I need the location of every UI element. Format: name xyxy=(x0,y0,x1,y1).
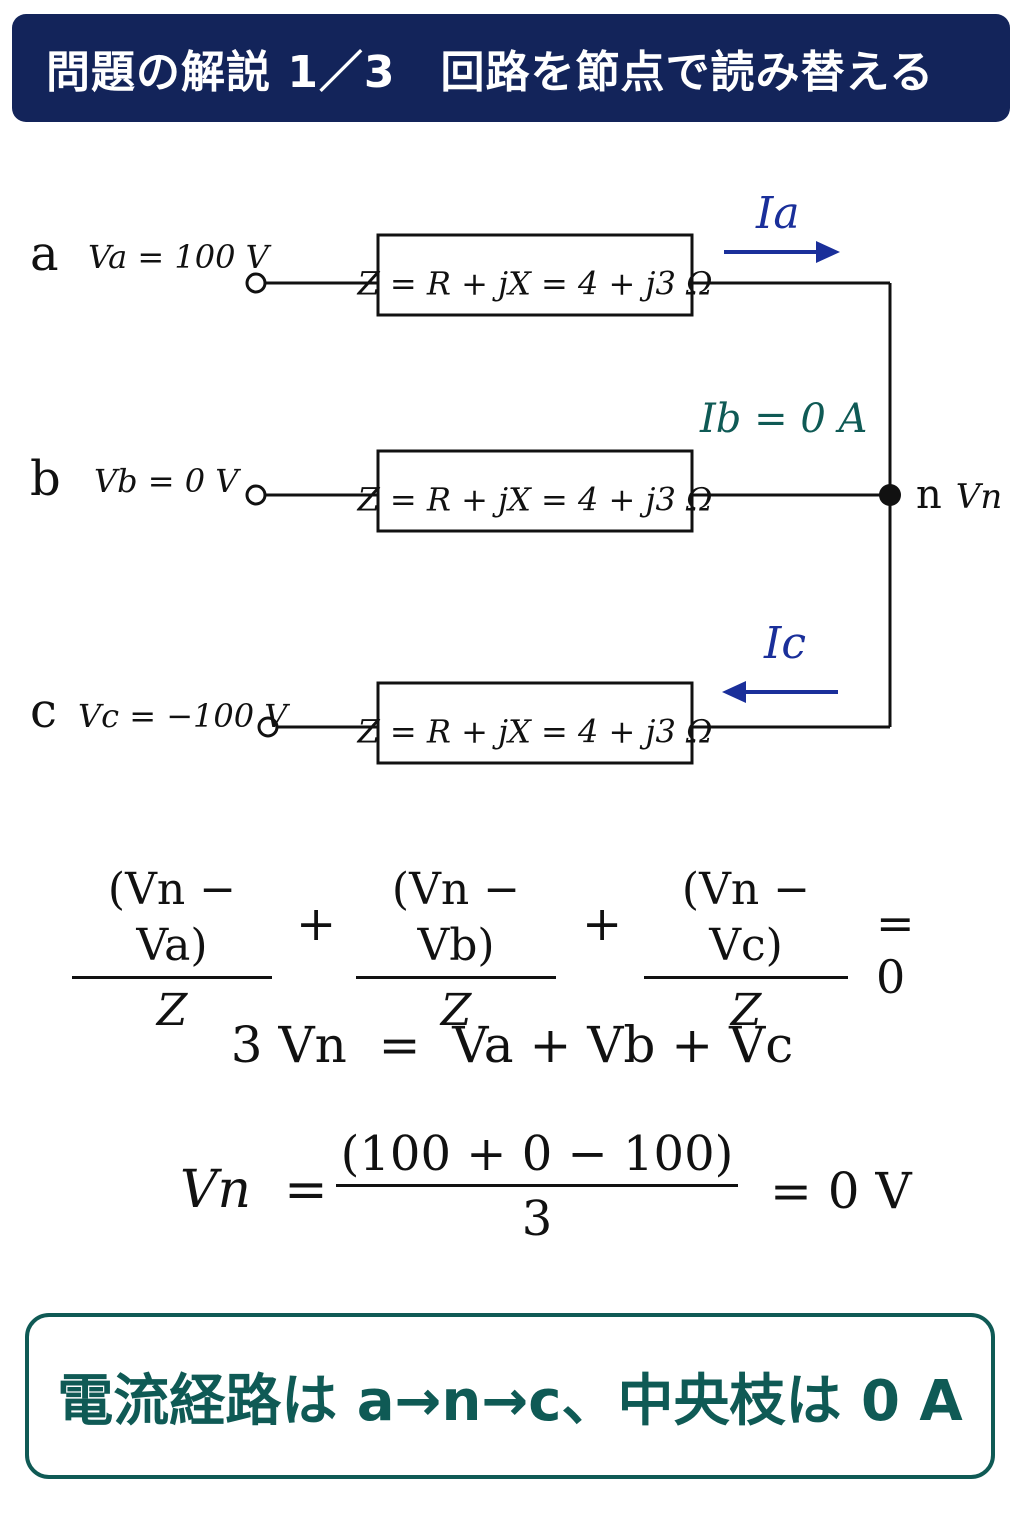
equation-sum: 3 Vn = Va + Vb + Vc xyxy=(230,1016,794,1074)
fraction-term-a: (Vn − Va) Z xyxy=(72,862,272,1039)
impedance-box-a xyxy=(376,233,694,317)
fraction-bar xyxy=(336,1184,738,1187)
equals-zero: = 0 xyxy=(876,896,915,1004)
current-label-ia: Ia xyxy=(755,188,800,239)
plus-sign-1: + xyxy=(296,896,337,952)
impedance-label-c: Z = R + jX = 4 + j3 Ω xyxy=(357,713,713,751)
node-letter: n xyxy=(916,472,942,518)
impedance-box-c xyxy=(376,681,694,765)
fraction-term-b: (Vn − Vb) Z xyxy=(356,862,556,1039)
branch-letter-b: b xyxy=(30,451,61,507)
page-title: 問題の解説 1／3 回路を節点で読み替える xyxy=(46,47,935,98)
terminal-b xyxy=(245,484,267,506)
voltage-label-b: Vb = 0 V xyxy=(94,462,241,500)
solution-numerator: (100 + 0 − 100) xyxy=(340,1126,734,1182)
header-banner: 問題の解説 1／3 回路を節点で読み替える xyxy=(12,14,1010,122)
terminal-a xyxy=(245,272,267,294)
fraction-term-c: (Vn − Vc) Z xyxy=(644,862,848,1039)
numerator-a: (Vn − Va) xyxy=(107,864,237,971)
impedance-box-b xyxy=(376,449,694,533)
fraction-bar xyxy=(644,976,848,979)
numerator-b: (Vn − Vb) xyxy=(391,864,521,971)
conclusion-box: 電流経路は a→n→c、中央枝は 0 A xyxy=(25,1313,995,1479)
current-label-ic: Ic xyxy=(763,618,806,669)
denominator-b: Z xyxy=(440,985,472,1036)
terminal-c xyxy=(257,716,279,738)
branch-letter-c: c xyxy=(30,683,57,739)
plus-sign-2: + xyxy=(582,896,623,952)
impedance-label-b: Z = R + jX = 4 + j3 Ω xyxy=(357,481,713,519)
solution-rhs: = 0 V xyxy=(770,1162,912,1220)
fraction-bar xyxy=(356,976,556,979)
solution-lhs: Vn = xyxy=(180,1160,328,1220)
node-n-label: n Vn xyxy=(916,472,1002,518)
denominator-a: Z xyxy=(156,985,188,1036)
denominator-c: Z xyxy=(730,985,762,1036)
current-arrow-ic xyxy=(722,681,838,703)
conclusion-text: 電流経路は a→n→c、中央枝は 0 A xyxy=(57,1368,963,1434)
numerator-c: (Vn − Vc) xyxy=(681,864,811,971)
current-label-ib: Ib = 0 A xyxy=(699,396,867,442)
current-arrow-ia xyxy=(724,241,840,263)
voltage-label-a: Va = 100 V xyxy=(88,238,272,276)
voltage-label-c: Vc = −100 V xyxy=(78,697,290,735)
solution-denominator: 3 xyxy=(521,1191,553,1247)
fraction-bar xyxy=(72,976,272,979)
solution-fraction: (100 + 0 − 100) 3 xyxy=(336,1126,738,1247)
node-n-dot xyxy=(879,484,901,506)
node-voltage: Vn xyxy=(956,477,1002,517)
branch-letter-a: a xyxy=(30,226,59,282)
impedance-label-a: Z = R + jX = 4 + j3 Ω xyxy=(357,265,713,303)
circuit-diagram: Z = R + jX = 4 + j3 Ω Z = R + jX = 4 + j… xyxy=(30,188,1002,765)
